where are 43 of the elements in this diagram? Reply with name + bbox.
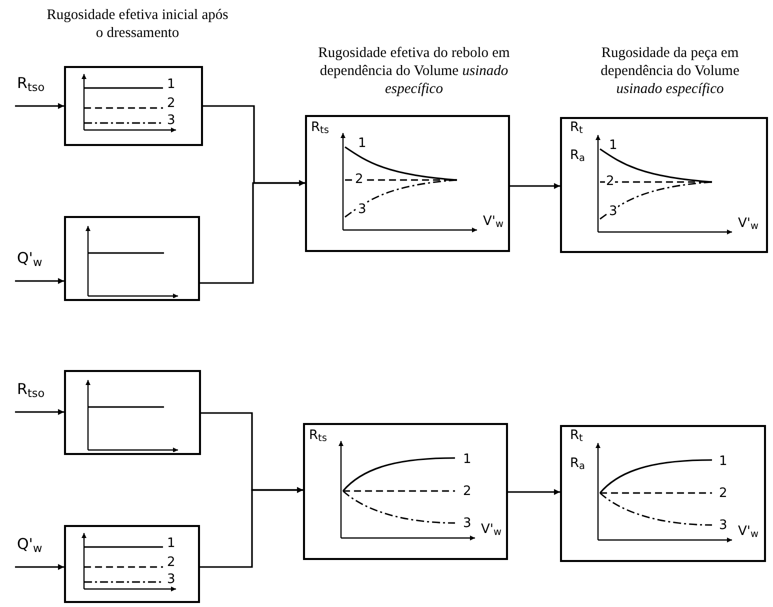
- curve-label: 3: [357, 203, 368, 216]
- arrow: [200, 487, 303, 568]
- curve-label: 2: [718, 487, 728, 500]
- input-label: Q'$_{w}$: [17, 537, 42, 552]
- axis-label: V'$_{w}$: [738, 217, 758, 230]
- axis-label: R$_{t}$: [570, 121, 583, 134]
- arrow: [200, 180, 305, 284]
- axis-label: V'$_{w}$: [738, 525, 758, 538]
- axis-label: V'$_{w}$: [481, 523, 502, 536]
- axis-label: R$_{t}$: [570, 429, 583, 442]
- axis-label: R$_{a}$: [570, 457, 586, 470]
- axis-label: R$_{ts}$: [309, 429, 327, 442]
- curve-label: 1: [166, 78, 176, 91]
- curve-label: 2: [605, 175, 616, 188]
- input-label: Q'$_{w}$: [17, 251, 42, 266]
- arrow: [15, 103, 64, 109]
- input-label: R$_{tso}$: [17, 76, 45, 91]
- curve-label: 1: [608, 139, 618, 152]
- heading: Rugosidade efetiva inicial após o dressamento: [46, 6, 230, 42]
- heading: Rugosidade efetiva do rebolo em dependência do Volume usinado específico: [317, 44, 511, 98]
- arrow: [15, 278, 64, 284]
- curve-label: 3: [718, 519, 728, 532]
- curve-label: 2: [166, 556, 176, 569]
- curve-label: 2: [354, 173, 364, 186]
- curve-label: 1: [357, 137, 368, 150]
- curve-label: 1: [166, 537, 176, 550]
- curve-label: 3: [462, 517, 472, 530]
- heading: Rugosidade da peça em dependência do Volume usinado específico: [600, 44, 740, 98]
- arrow: [508, 489, 560, 495]
- arrow: [15, 564, 64, 570]
- curve-label: 1: [718, 455, 728, 468]
- curve-label: 3: [608, 205, 618, 218]
- arrow: [510, 183, 560, 189]
- axis-label: R$_{ts}$: [311, 121, 329, 134]
- curve-label: 2: [166, 97, 176, 110]
- axis-label: V'$_{w}$: [483, 215, 504, 228]
- curve-label: 3: [166, 114, 176, 127]
- axis-label: R$_{a}$: [570, 149, 586, 162]
- curve-label: 3: [166, 573, 176, 586]
- curve-label: 1: [462, 453, 472, 466]
- input-label: R$_{tso}$: [17, 382, 45, 397]
- curve-label: 2: [462, 485, 472, 498]
- arrow: [15, 409, 64, 415]
